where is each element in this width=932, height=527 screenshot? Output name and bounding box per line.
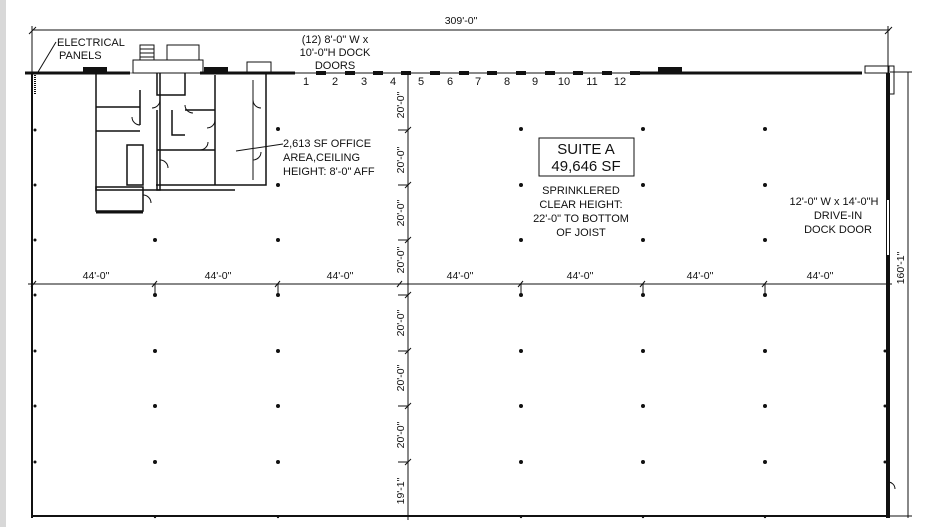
column-grid [28,73,892,520]
drive-in-note-line: DOCK DOOR [804,224,872,236]
overall-width-label: 309'-0" [445,15,478,27]
bay-width-label: 44'-0" [83,270,110,282]
dock-door-number: 6 [447,76,453,88]
dock-doors-note-line: 10'-0"H DOCK [300,47,371,59]
office-area [95,73,267,214]
dock-door-number: 10 [558,76,570,88]
sprinkler-note-line: SPRINKLERED [542,185,620,197]
bay-width-label: 44'-0" [567,270,594,282]
overall-depth-label: 160'-1" [895,251,907,284]
drive-in-note-line: DRIVE-IN [814,210,862,222]
bay-depth-label: 20'-0" [395,246,407,273]
bay-depth-label: 20'-0" [395,146,407,173]
dock-door-number: 3 [361,76,367,88]
bay-depth-label: 20'-0" [395,309,407,336]
bay-depth-label: 20'-0" [395,421,407,448]
suite-area: 49,646 SF [551,158,620,175]
bay-width-label: 44'-0" [327,270,354,282]
dock-door-number: 12 [614,76,626,88]
man-door-icon [887,481,896,490]
sprinkler-note: SPRINKLERED CLEAR HEIGHT: 22'-0" TO BOTT… [533,185,629,239]
electrical-note: ELECTRICAL PANELS [37,37,125,73]
dock-door-numbers: 1 2 3 4 5 6 7 8 9 10 11 12 [303,76,626,88]
dock-doors-note-line: DOORS [315,60,355,72]
electrical-note-line: PANELS [59,50,102,62]
dock-doors-note: (12) 8'-0" W x 10'-0"H DOCK DOORS [300,34,371,72]
office-doors [131,99,262,204]
bay-depth-label: 20'-0" [395,199,407,226]
sprinkler-note-line: CLEAR HEIGHT: [539,199,622,211]
dock-door-number: 5 [418,76,424,88]
building-walls [25,44,895,518]
overall-depth-dimension: 160'-1" [890,71,912,518]
suite-name: SUITE A [557,141,615,158]
electrical-note-line: ELECTRICAL [57,37,125,49]
suite-label: SUITE A 49,646 SF [538,137,635,177]
dock-door-number: 1 [303,76,309,88]
office-note: 2,613 SF OFFICE AREA,CEILING HEIGHT: 8'-… [235,138,375,178]
bay-width-labels: 44'-0" 44'-0" 44'-0" 44'-0" 44'-0" 44'-0… [83,270,834,282]
dock-door-number: 2 [332,76,338,88]
office-note-line: 2,613 SF OFFICE [283,138,371,150]
drive-in-note-line: 12'-0" W x 14'-0"H [789,196,878,208]
vertical-dim-ticks [398,126,412,466]
horizontal-dim-ticks [30,280,768,295]
overall-width-dimension: 309'-0" [28,15,893,75]
dock-door-number: 9 [532,76,538,88]
bay-width-label: 44'-0" [205,270,232,282]
sprinkler-note-line: OF JOIST [556,227,606,239]
dock-doors [316,71,640,75]
bay-width-label: 44'-0" [447,270,474,282]
office-note-line: HEIGHT: 8'-0" AFF [283,166,375,178]
bay-depth-label: 19'-1" [395,477,407,504]
office-note-line: AREA,CEILING [283,152,360,164]
drive-in-note: 12'-0" W x 14'-0"H DRIVE-IN DOCK DOOR [789,196,878,236]
dock-doors-note-line: (12) 8'-0" W x [302,34,369,46]
dock-door-number: 8 [504,76,510,88]
bay-width-label: 44'-0" [687,270,714,282]
sprinkler-note-line: 22'-0" TO BOTTOM [533,213,629,225]
page-edge [0,0,6,527]
bay-depth-labels: 20'-0" 20'-0" 20'-0" 20'-0" 20'-0" 20'-0… [395,91,407,504]
bay-depth-label: 20'-0" [395,91,407,118]
dock-door-number: 4 [390,76,396,88]
dock-door-number: 7 [475,76,481,88]
dock-door-number: 11 [586,76,597,88]
columns [33,127,887,519]
bay-depth-label: 20'-0" [395,364,407,391]
bay-width-label: 44'-0" [807,270,834,282]
